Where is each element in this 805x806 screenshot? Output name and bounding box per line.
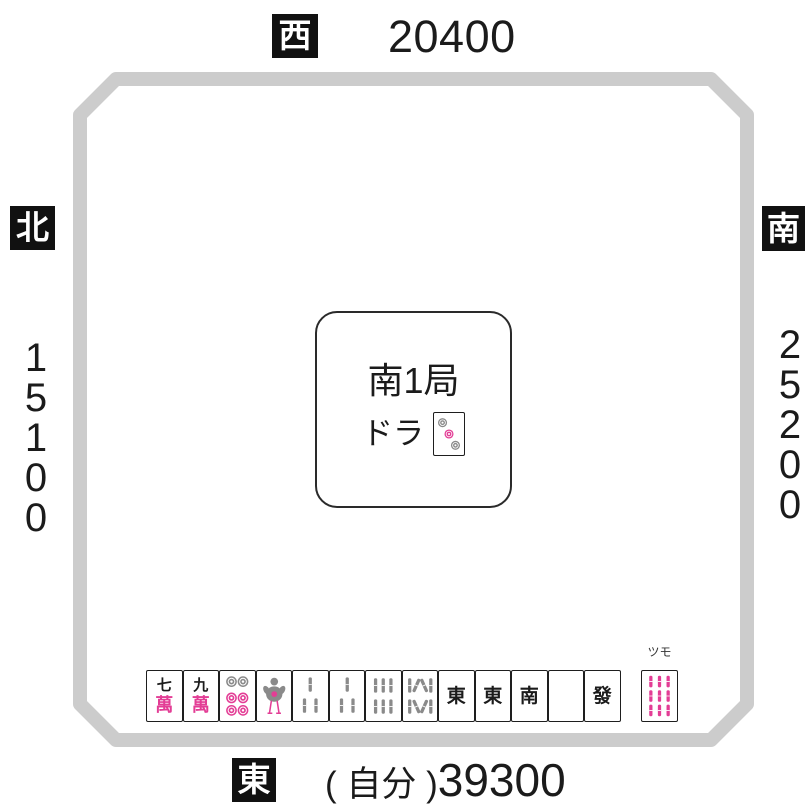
bird-figure	[262, 677, 285, 715]
tile-rank-glyph: 七	[156, 675, 172, 694]
white-dragon-tile[interactable]	[547, 670, 584, 722]
bamboo-stick	[389, 699, 393, 714]
south-score: 25200	[778, 323, 802, 527]
north-score: 15100	[24, 336, 48, 540]
sou-6-icon	[373, 678, 393, 714]
bamboo-stick	[666, 675, 670, 688]
tile-honor-glyph: 東	[483, 685, 503, 707]
bamboo-stick	[428, 678, 432, 693]
dora-indicator: ドラ	[317, 412, 510, 456]
bamboo-stick	[649, 704, 653, 717]
sou-9-icon	[649, 675, 670, 717]
east-score: 39300	[437, 754, 566, 806]
table-edge	[73, 72, 754, 747]
green-dragon-tile[interactable]: 發	[584, 670, 621, 722]
south-wind-badge: 南	[762, 206, 805, 251]
sou-6-tile[interactable]	[365, 670, 402, 722]
self-score-line: ( 自分 ) 39300	[325, 754, 566, 806]
east-wind-badge: 東	[232, 758, 276, 802]
bamboo-stick	[389, 678, 393, 693]
bamboo-stick	[407, 678, 411, 693]
pin-circle	[237, 676, 249, 687]
north-wind-badge: 北	[10, 206, 55, 250]
sou-1-tile[interactable]	[255, 670, 292, 722]
west-wind-badge: 西	[272, 14, 318, 58]
sou-3-tile[interactable]	[292, 670, 329, 722]
bamboo-stick	[419, 699, 428, 714]
south-wind-tile[interactable]: 南	[511, 670, 548, 722]
bamboo-stick	[314, 698, 318, 713]
bamboo-stick	[657, 704, 662, 717]
sou-8-icon	[407, 678, 432, 714]
dora-label: ドラ	[362, 416, 424, 451]
pin-circle	[438, 418, 448, 428]
sou-3-icon	[339, 677, 355, 713]
bamboo-stick	[666, 704, 670, 717]
pin-circle	[226, 692, 237, 704]
pin-circle	[226, 705, 237, 716]
bamboo-stick	[373, 678, 378, 693]
pin-circle	[444, 429, 454, 439]
tsumo-label: ツモ	[647, 645, 672, 659]
tile-honor-glyph: 發	[592, 685, 612, 707]
self-label: ( 自分 )	[325, 765, 438, 804]
sou-8-tile[interactable]	[401, 670, 438, 722]
bamboo-stick	[666, 690, 670, 702]
bamboo-stick	[657, 690, 662, 702]
tsumo-tile[interactable]	[641, 670, 678, 722]
bamboo-stick	[419, 678, 428, 693]
bamboo-stick	[407, 699, 411, 714]
bamboo-stick	[657, 675, 662, 688]
bamboo-stick	[649, 690, 653, 702]
man-7-tile[interactable]: 七萬	[146, 670, 183, 722]
dora-tile	[433, 412, 465, 456]
bamboo-stick	[345, 677, 349, 692]
tile-suit-glyph: 萬	[191, 694, 210, 716]
tile-honor-glyph: 東	[446, 685, 466, 707]
bamboo-stick	[411, 678, 420, 693]
bamboo-stick	[381, 699, 385, 714]
bamboo-stick	[373, 699, 378, 714]
pin-circle	[450, 440, 460, 450]
bamboo-stick	[649, 675, 653, 688]
east-wind-tile[interactable]: 東	[438, 670, 475, 722]
tile-rank-glyph: 九	[193, 675, 209, 694]
pin-3-icon	[438, 418, 460, 450]
man-9-tile[interactable]: 九萬	[182, 670, 219, 722]
pin-6-tile[interactable]	[219, 670, 256, 722]
sou-3-tile[interactable]	[328, 670, 365, 722]
round-title: 南1局	[367, 360, 460, 401]
pin-circle	[237, 692, 249, 704]
sou-3-icon	[302, 677, 318, 713]
bamboo-stick	[339, 698, 343, 713]
tile-honor-glyph: 南	[519, 685, 539, 707]
pin-6-icon	[226, 676, 249, 716]
bamboo-stick	[381, 678, 385, 693]
bamboo-stick	[302, 698, 307, 713]
west-score: 20400	[388, 11, 516, 62]
bamboo-stick	[308, 677, 312, 692]
round-info-panel: 南1局 ドラ	[315, 311, 512, 508]
pin-circle	[226, 676, 237, 687]
bamboo-stick	[350, 698, 355, 713]
sou-1-icon	[262, 677, 285, 715]
player-hand: 七萬九萬東東南發	[146, 670, 621, 722]
tile-suit-glyph: 萬	[155, 694, 174, 716]
bamboo-stick	[411, 699, 420, 714]
pin-circle	[237, 705, 249, 716]
bamboo-stick	[428, 699, 432, 714]
east-wind-tile[interactable]: 東	[474, 670, 511, 722]
